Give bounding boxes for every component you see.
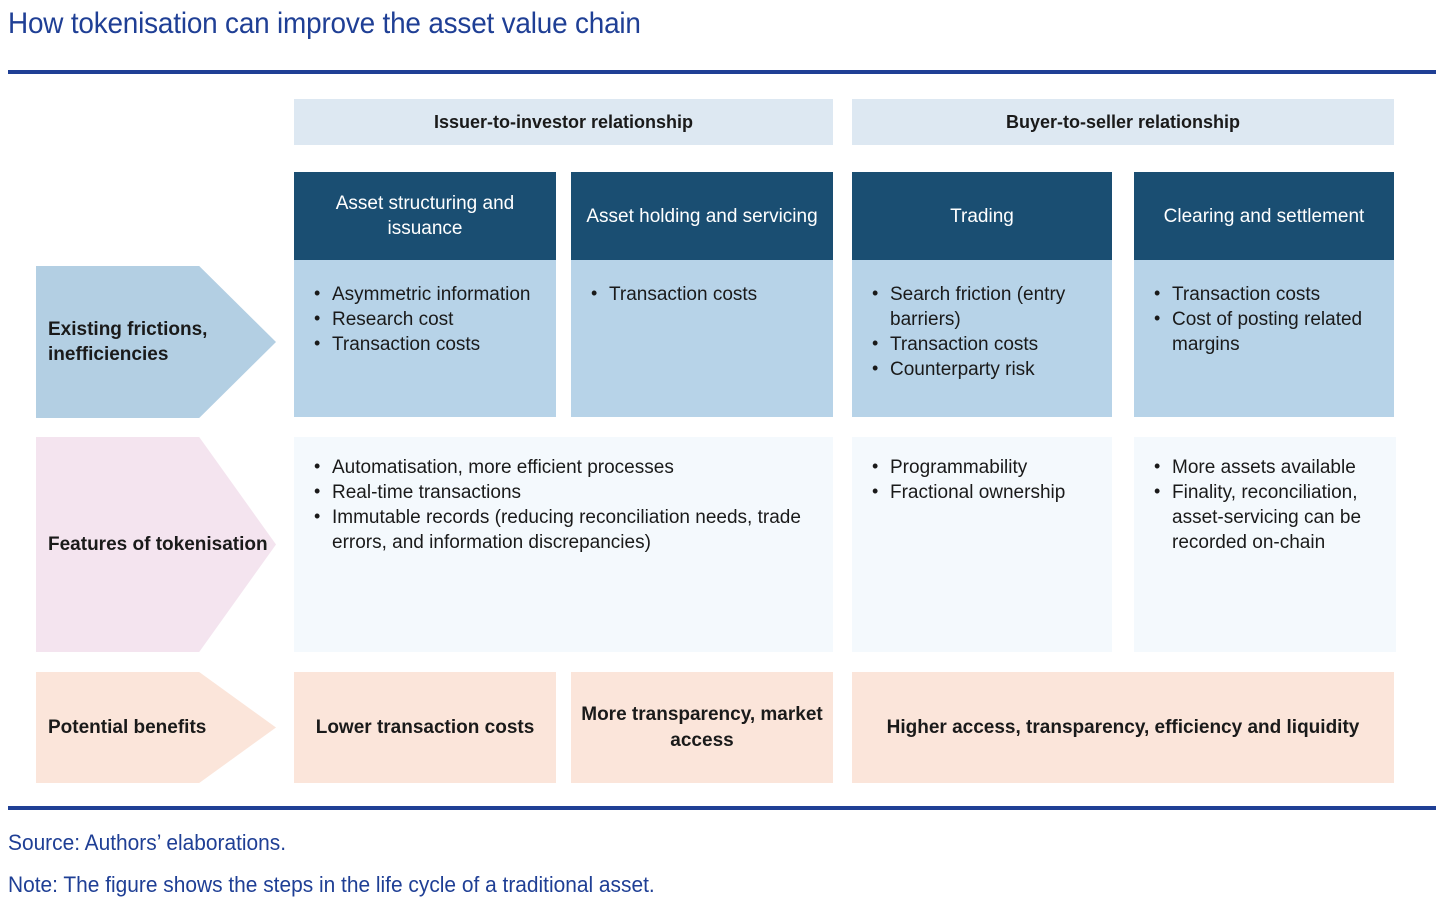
cell-features-issuer-to-investor-span: Automatisation, more efficient processes… [294,437,833,652]
bullet-item: Programmability [866,454,1098,480]
bullet-item: Counterparty risk [866,356,1098,382]
bullet-item: Fractional ownership [866,479,1098,505]
bullet-item: Automatisation, more efficient processes [308,454,819,480]
cell-features-clearing: More assets availableFinality, reconcili… [1134,437,1396,652]
cell-benefits-asset-holding: More transparency, market access [571,672,833,783]
group-header-buyer-to-seller: Buyer-to-seller relationship [852,99,1394,145]
column-header-label: Asset structuring and issuance [335,193,515,239]
cell-frictions-asset-structuring: Asymmetric informationResearch costTrans… [294,260,556,417]
bullet-item: Transaction costs [308,331,542,357]
bullet-item: Research cost [308,306,542,332]
bullet-list: Transaction costsCost of posting related… [1148,281,1380,357]
column-header-asset-holding-and-servicing: Asset holding and servicing [571,172,833,260]
group-header-issuer-to-investor: Issuer-to-investor relationship [294,99,833,145]
cell-benefits-buyer-to-seller-span: Higher access, transparency, efficiency … [852,672,1394,783]
bullet-item: Asymmetric information [308,281,542,307]
column-header-asset-structuring-and-issuance: Asset structuring and issuance [294,172,556,260]
column-header-label: Asset holding and servicing [586,205,818,227]
cell-text: More transparency, market access [581,703,823,751]
source-note: Source: Authors’ elaborations. [8,830,287,855]
page-title: How tokenisation can improve the asset v… [8,7,641,40]
bullet-item: Finality, reconciliation, asset-servicin… [1148,479,1382,555]
cell-frictions-trading: Search friction (entry barriers)Transact… [852,260,1112,417]
bullet-list: ProgrammabilityFractional ownership [866,454,1098,505]
bullet-list: More assets availableFinality, reconcili… [1148,454,1382,555]
row-arrow-features-of-tokenisation: Features of tokenisation [36,437,276,652]
bullet-item: Immutable records (reducing reconciliati… [308,504,819,555]
cell-benefits-asset-structuring: Lower transaction costs [294,672,556,783]
top-divider-rule [8,70,1436,74]
row-arrow-label: Existing frictions, inefficiencies [48,319,208,365]
row-arrow-label: Features of tokenisation [48,534,268,555]
bullet-list: Asymmetric informationResearch costTrans… [308,281,542,357]
bullet-item: Cost of posting related margins [1148,306,1380,357]
cell-frictions-clearing: Transaction costsCost of posting related… [1134,260,1394,417]
column-header-clearing-and-settlement: Clearing and settlement [1134,172,1394,260]
figure-note: Note: The figure shows the steps in the … [8,872,655,897]
bullet-item: Real-time transactions [308,479,819,505]
row-arrow-existing-frictions: Existing frictions, inefficiencies [36,266,276,418]
group-header-label: Buyer-to-seller relationship [1005,111,1241,132]
bullet-item: Transaction costs [1148,281,1380,307]
cell-text: Higher access, transparency, efficiency … [886,716,1360,738]
bullet-item: More assets available [1148,454,1382,480]
bullet-list: Search friction (entry barriers)Transact… [866,281,1098,382]
row-arrow-label: Potential benefits [48,717,207,738]
column-header-label: Trading [950,205,1014,227]
group-header-label: Issuer-to-investor relationship [433,111,694,132]
bullet-item: Search friction (entry barriers) [866,281,1098,332]
cell-text: Lower transaction costs [315,716,535,738]
bullet-list: Automatisation, more efficient processes… [308,454,819,555]
row-arrow-potential-benefits: Potential benefits [36,672,276,783]
column-header-label: Clearing and settlement [1163,205,1365,227]
bullet-item: Transaction costs [866,331,1098,357]
bullet-list: Transaction costs [585,281,819,307]
cell-frictions-asset-holding: Transaction costs [571,260,833,417]
bottom-divider-rule [8,806,1436,810]
column-header-trading: Trading [852,172,1112,260]
bullet-item: Transaction costs [585,281,819,307]
cell-features-trading: ProgrammabilityFractional ownership [852,437,1112,652]
